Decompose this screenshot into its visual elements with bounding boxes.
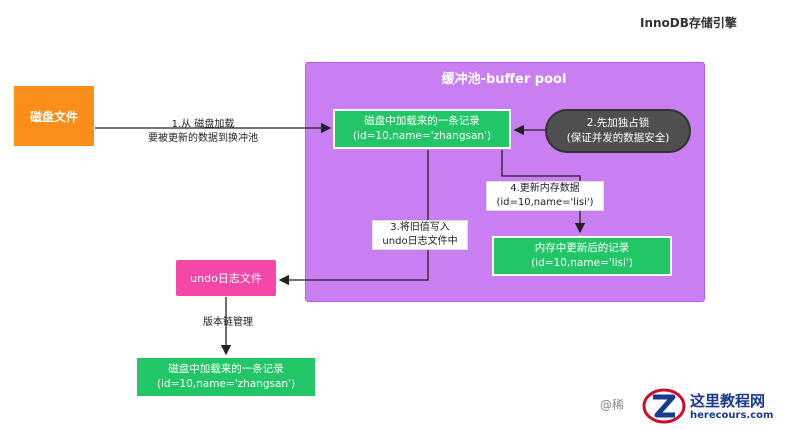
buffer-pool-title: 缓冲池-buffer pool <box>441 72 567 87</box>
undo-record-line1: 磁盘中加载来的一条记录 <box>168 363 284 375</box>
watermark-text: @稀 <box>600 398 625 412</box>
updated-record-line2: (id=10,name='lisi') <box>531 257 633 269</box>
step3-line2: undo日志文件中 <box>382 236 458 247</box>
step1-line1: 1.从 磁盘加载 <box>171 119 235 130</box>
step4-line1: 4.更新内存数据 <box>510 183 580 194</box>
undo-record-box: 磁盘中加载来的一条记录 (id=10,name='zhangsan') <box>137 358 315 396</box>
disk-file-box: 磁盘文件 <box>14 86 94 146</box>
updated-record-box: 内存中更新后的记录 (id=10,name='lisi') <box>492 236 672 276</box>
step3-line1: 3.将旧值写入 <box>390 222 450 233</box>
version-chain-label: 版本链管理 <box>203 317 253 328</box>
site-logo-name: 这里教程网 <box>690 392 766 410</box>
lock-line2: (保证并发的数据安全) <box>566 132 670 144</box>
exclusive-lock-box: 2.先加独占锁 (保证并发的数据安全) <box>545 109 691 153</box>
updated-record-line1: 内存中更新后的记录 <box>534 242 630 254</box>
diagram-title: InnoDB存储引擎 <box>640 16 737 30</box>
arrow-record-to-undo <box>278 150 429 286</box>
undo-log-box: undo日志文件 <box>176 260 276 296</box>
step1-label: 1.从 磁盘加载 要被更新的数据到换冲池 <box>133 118 273 146</box>
loaded-record-line1: 磁盘中加载来的一条记录 <box>364 115 480 127</box>
loaded-record-box: 磁盘中加载来的一条记录 (id=10,name='zhangsan') <box>333 109 511 149</box>
step4-label: 4.更新内存数据 (id=10,name='lisi') <box>486 181 604 211</box>
step3-label: 3.将旧值写入 undo日志文件中 <box>372 220 468 250</box>
undo-log-label: undo日志文件 <box>190 272 262 285</box>
lock-line1: 2.先加独占锁 <box>586 117 650 129</box>
undo-record-line2: (id=10,name='zhangsan') <box>156 378 296 390</box>
site-logo-url: herecours.com <box>690 410 774 421</box>
disk-file-label: 磁盘文件 <box>29 109 78 124</box>
loaded-record-line2: (id=10,name='zhangsan') <box>352 130 492 142</box>
step1-line2: 要被更新的数据到换冲池 <box>148 133 258 144</box>
site-logo-icon <box>642 388 686 424</box>
step4-line2: (id=10,name='lisi') <box>496 197 594 208</box>
